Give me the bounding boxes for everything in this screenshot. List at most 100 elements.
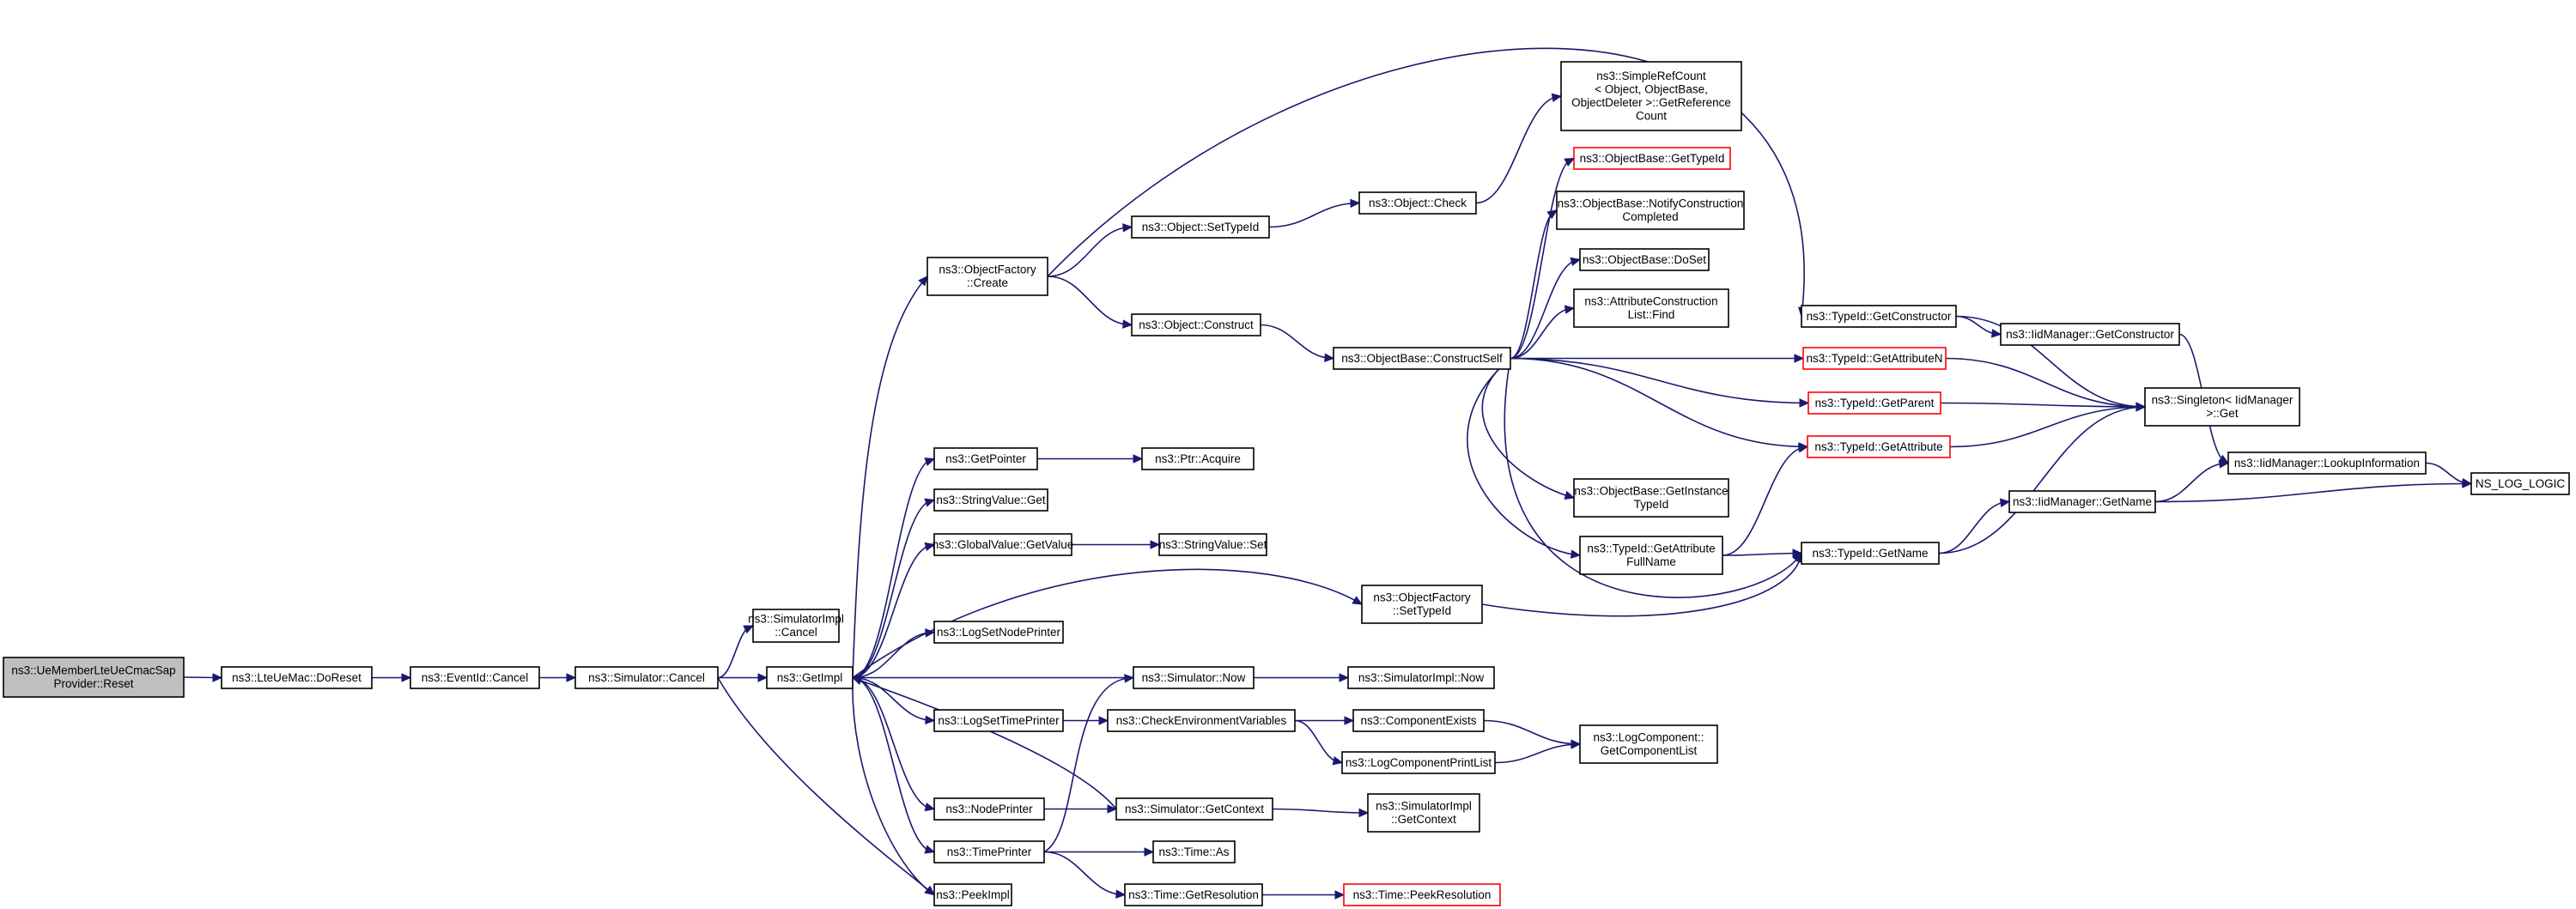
node-box[interactable]: [1158, 533, 1267, 556]
node-box[interactable]: [1347, 666, 1495, 689]
node-ns3-typeid-getname[interactable]: ns3::TypeId::GetName: [1801, 542, 1940, 565]
node-ns3-stringvalue-set[interactable]: ns3::StringValue::Set: [1158, 533, 1267, 556]
node-box[interactable]: [574, 666, 719, 689]
node-ns3-objectbase-constructself[interactable]: ns3::ObjectBase::ConstructSelf: [1333, 347, 1511, 370]
node-box[interactable]: [1341, 751, 1496, 774]
node-ns3-time-as[interactable]: ns3::Time::As: [1152, 840, 1236, 864]
node-box[interactable]: [1141, 447, 1255, 470]
node-box[interactable]: [1333, 347, 1511, 370]
node-ns3-objectbase-notifyconstruction-completed[interactable]: ns3::ObjectBase::NotifyConstructionCompl…: [1556, 191, 1745, 230]
node-ns3-checkenvironmentvariables[interactable]: ns3::CheckEnvironmentVariables: [1107, 709, 1296, 732]
node-ns3-object-check[interactable]: ns3::Object::Check: [1358, 191, 1477, 215]
node-box[interactable]: [1579, 248, 1710, 271]
node-box[interactable]: [1343, 883, 1501, 906]
node-box[interactable]: [933, 447, 1038, 470]
node-box[interactable]: [1131, 313, 1261, 336]
node-box[interactable]: [410, 666, 540, 689]
node-box[interactable]: [933, 840, 1045, 864]
node-ns3-iidmanager-getname[interactable]: ns3::IidManager::GetName: [2008, 490, 2156, 513]
node-box[interactable]: [1358, 191, 1477, 215]
node-ns3-globalvalue-getvalue[interactable]: ns3::GlobalValue::GetValue: [933, 533, 1074, 556]
node-ns3-iidmanager-getconstructor[interactable]: ns3::IidManager::GetConstructor: [2000, 323, 2180, 346]
node-ns-log-logic[interactable]: NS_LOG_LOGIC: [2470, 472, 2570, 495]
node-ns3-simulator-cancel[interactable]: ns3::Simulator::Cancel: [574, 666, 719, 689]
node-ns3-logsetnodeprinter[interactable]: ns3::LogSetNodePrinter: [933, 621, 1064, 644]
node-ns3-objectfactory-settypeid[interactable]: ns3::ObjectFactory::SetTypeId: [1361, 585, 1483, 624]
node-ns3-ptr-acquire[interactable]: ns3::Ptr::Acquire: [1141, 447, 1255, 470]
node-box[interactable]: [1573, 288, 1729, 328]
node-ns3-eventid-cancel[interactable]: ns3::EventId::Cancel: [410, 666, 540, 689]
node-box[interactable]: [1573, 478, 1729, 518]
node-box[interactable]: [766, 666, 854, 689]
node-box[interactable]: [1556, 191, 1745, 230]
node-box[interactable]: [2144, 387, 2300, 427]
node-box[interactable]: [1115, 797, 1273, 821]
node-box[interactable]: [1579, 536, 1723, 575]
node-ns3-time-peekresolution[interactable]: ns3::Time::PeekResolution: [1343, 883, 1501, 906]
node-box[interactable]: [1560, 61, 1742, 131]
node-box[interactable]: [1352, 709, 1485, 732]
node-ns3-lteuemac-doreset[interactable]: ns3::LteUeMac::DoReset: [221, 666, 373, 689]
node-ns3-timeprinter[interactable]: ns3::TimePrinter: [933, 840, 1045, 864]
node-ns3-typeid-getattribute[interactable]: ns3::TypeId::GetAttribute: [1807, 435, 1951, 458]
node-ns3-time-getresolution[interactable]: ns3::Time::GetResolution: [1124, 883, 1263, 906]
node-box[interactable]: [2000, 323, 2180, 346]
node-box[interactable]: [752, 609, 840, 643]
node-ns3-simplerefcount-object-objectbase-objectdeleter-getreference-count[interactable]: ns3::SimpleRefCount< Object, ObjectBase,…: [1560, 61, 1742, 131]
node-ns3-object-settypeid[interactable]: ns3::Object::SetTypeId: [1131, 215, 1270, 239]
node-ns3-simulatorimpl-getcontext[interactable]: ns3::SimulatorImpl::GetContext: [1367, 793, 1480, 833]
node-ns3-object-construct[interactable]: ns3::Object::Construct: [1131, 313, 1261, 336]
node-box[interactable]: [927, 257, 1048, 296]
node-box[interactable]: [933, 883, 1012, 906]
node-box[interactable]: [1807, 391, 1941, 415]
node-box[interactable]: [933, 621, 1064, 644]
node-ns3-singleton-iidmanager-get[interactable]: ns3::Singleton< IidManager>::Get: [2144, 387, 2300, 427]
node-ns3-logsettimeprinter[interactable]: ns3::LogSetTimePrinter: [933, 709, 1064, 732]
node-ns3-objectbase-doset[interactable]: ns3::ObjectBase::DoSet: [1579, 248, 1710, 271]
node-ns3-iidmanager-lookupinformation[interactable]: ns3::IidManager::LookupInformation: [2227, 451, 2427, 475]
node-box[interactable]: [2008, 490, 2156, 513]
node-box[interactable]: [1801, 542, 1940, 565]
node-box[interactable]: [1367, 793, 1480, 833]
node-ns3-getpointer[interactable]: ns3::GetPointer: [933, 447, 1038, 470]
node-box[interactable]: [933, 533, 1072, 556]
node-ns3-simulatorimpl-cancel[interactable]: ns3::SimulatorImpl::Cancel: [748, 609, 844, 643]
node-box[interactable]: [1152, 840, 1236, 864]
node-ns3-componentexists[interactable]: ns3::ComponentExists: [1352, 709, 1485, 732]
node-box[interactable]: [3, 657, 185, 698]
node-box[interactable]: [1133, 666, 1255, 689]
node-ns3-simulator-now[interactable]: ns3::Simulator::Now: [1133, 666, 1255, 689]
node-ns3-objectbase-gettypeid[interactable]: ns3::ObjectBase::GetTypeId: [1573, 147, 1731, 170]
node-box[interactable]: [1807, 435, 1951, 458]
node-box[interactable]: [1573, 147, 1731, 170]
node-ns3-logcomponentprintlist[interactable]: ns3::LogComponentPrintList: [1341, 751, 1496, 774]
node-ns3-typeid-getattributen[interactable]: ns3::TypeId::GetAttributeN: [1802, 347, 1947, 370]
node-box[interactable]: [933, 709, 1064, 732]
node-ns3-simulatorimpl-now[interactable]: ns3::SimulatorImpl::Now: [1347, 666, 1495, 689]
node-box[interactable]: [1801, 305, 1957, 328]
node-box[interactable]: [1361, 585, 1483, 624]
node-box[interactable]: [1131, 215, 1270, 239]
node-ns3-logcomponent-getcomponentlist[interactable]: ns3::LogComponent::GetComponentList: [1579, 724, 1718, 764]
node-box[interactable]: [933, 797, 1045, 821]
node-box[interactable]: [1107, 709, 1296, 732]
node-box[interactable]: [2470, 472, 2570, 495]
node-ns3-simulator-getcontext[interactable]: ns3::Simulator::GetContext: [1115, 797, 1273, 821]
node-box[interactable]: [2227, 451, 2427, 475]
node-ns3-typeid-getconstructor[interactable]: ns3::TypeId::GetConstructor: [1801, 305, 1957, 328]
node-ns3-stringvalue-get[interactable]: ns3::StringValue::Get: [933, 488, 1048, 512]
node-ns3-typeid-getparent[interactable]: ns3::TypeId::GetParent: [1807, 391, 1941, 415]
node-box[interactable]: [1124, 883, 1263, 906]
node-ns3-objectfactory-create[interactable]: ns3::ObjectFactory::Create: [927, 257, 1048, 296]
node-box[interactable]: [1579, 724, 1718, 764]
node-box[interactable]: [933, 488, 1048, 512]
node-box[interactable]: [1802, 347, 1947, 370]
node-box[interactable]: [221, 666, 373, 689]
node-ns3-getimpl[interactable]: ns3::GetImpl: [766, 666, 854, 689]
node-ns3-peekimpl[interactable]: ns3::PeekImpl: [933, 883, 1012, 906]
node-ns3-nodeprinter[interactable]: ns3::NodePrinter: [933, 797, 1045, 821]
